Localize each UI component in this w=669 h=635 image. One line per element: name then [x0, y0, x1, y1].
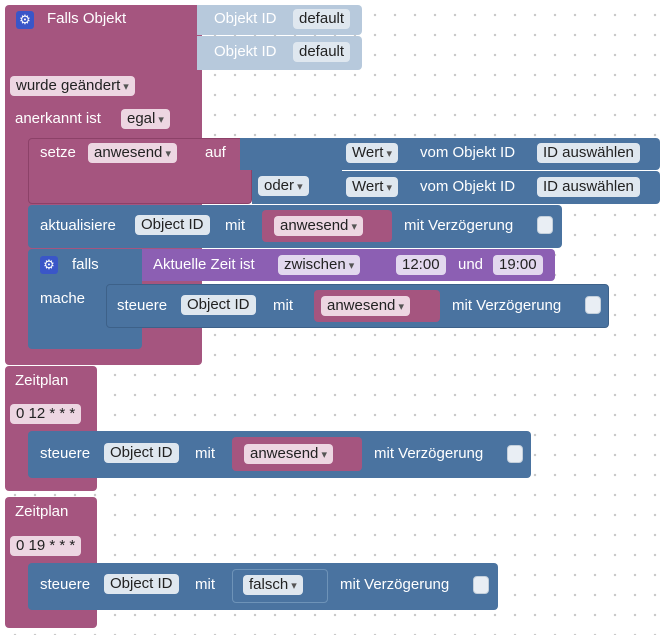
schedule-object-id-field-1[interactable]: Object ID	[104, 443, 179, 463]
time-label: Aktuelle Zeit ist	[153, 256, 255, 273]
do-label: mache	[40, 290, 86, 307]
value-dropdown-2[interactable]: Wert	[346, 177, 398, 197]
schedule-title-1: Zeitplan	[15, 372, 69, 389]
end-time-field[interactable]: 19:00	[493, 255, 543, 275]
time-operator-dropdown[interactable]: zwischen	[278, 255, 361, 275]
if-label: falls	[72, 256, 99, 273]
update-variable-dropdown[interactable]: anwesend	[274, 216, 363, 236]
schedule-delay-label-1: mit Verzögerung	[374, 445, 484, 462]
ack-dropdown[interactable]: egal	[121, 109, 170, 129]
update-delay-checkbox[interactable]	[537, 216, 553, 234]
schedule-title-2: Zeitplan	[15, 503, 69, 520]
value-dropdown-1[interactable]: Wert	[346, 143, 398, 163]
from-object-label-1: vom Objekt ID	[420, 144, 516, 161]
to-label: auf	[205, 144, 226, 161]
set-value-socket-1	[240, 138, 340, 170]
update-object-id-field[interactable]: Object ID	[135, 215, 210, 235]
object-id-field-2[interactable]: default	[293, 42, 351, 62]
schedule-delay-checkbox-2[interactable]	[473, 576, 489, 594]
update-with-label: mit	[225, 217, 245, 234]
control-object-id-field[interactable]: Object ID	[181, 295, 256, 315]
schedule-value-dropdown-2[interactable]: falsch	[243, 575, 303, 595]
ack-label: anerkannt ist	[15, 110, 101, 127]
update-delay-label: mit Verzögerung	[404, 217, 514, 234]
object-id-label-2: Objekt ID	[214, 43, 277, 60]
start-time-field[interactable]: 12:00	[396, 255, 446, 275]
schedule-delay-checkbox-1[interactable]	[507, 445, 523, 463]
set-label: setze	[40, 144, 76, 161]
object-id-label-1: Objekt ID	[214, 10, 277, 27]
schedule-delay-label-2: mit Verzögerung	[340, 576, 450, 593]
control-delay-checkbox[interactable]	[585, 296, 601, 314]
update-label: aktualisiere	[40, 217, 116, 234]
object-id-field-1[interactable]: default	[293, 9, 351, 29]
or-dropdown[interactable]: oder	[258, 176, 309, 196]
schedule-with-label-2: mit	[195, 576, 215, 593]
control-delay-label: mit Verzögerung	[452, 297, 562, 314]
and-label: und	[458, 256, 484, 273]
gear-icon[interactable]: ⚙	[40, 256, 58, 274]
schedule-control-label-2: steuere	[40, 576, 91, 593]
set-variable-dropdown[interactable]: anwesend	[88, 143, 177, 163]
control-label: steuere	[117, 297, 168, 314]
control-with-label: mit	[273, 297, 293, 314]
gear-icon[interactable]: ⚙	[16, 11, 34, 29]
schedule-variable-dropdown-1[interactable]: anwesend	[244, 444, 333, 464]
schedule-control-label-1: steuere	[40, 445, 91, 462]
from-object-label-2: vom Objekt ID	[420, 178, 516, 195]
schedule-object-id-field-2[interactable]: Object ID	[104, 574, 179, 594]
select-id-field-2[interactable]: ID auswählen	[537, 177, 640, 197]
control-variable-dropdown[interactable]: anwesend	[321, 296, 410, 316]
cron-field-2[interactable]: 0 19 * * *	[10, 536, 82, 556]
change-dropdown[interactable]: wurde geändert	[10, 76, 135, 96]
trigger-title: Falls Objekt	[47, 10, 127, 27]
select-id-field-1[interactable]: ID auswählen	[537, 143, 640, 163]
cron-field-1[interactable]: 0 12 * * *	[10, 404, 82, 424]
schedule-with-label-1: mit	[195, 445, 215, 462]
